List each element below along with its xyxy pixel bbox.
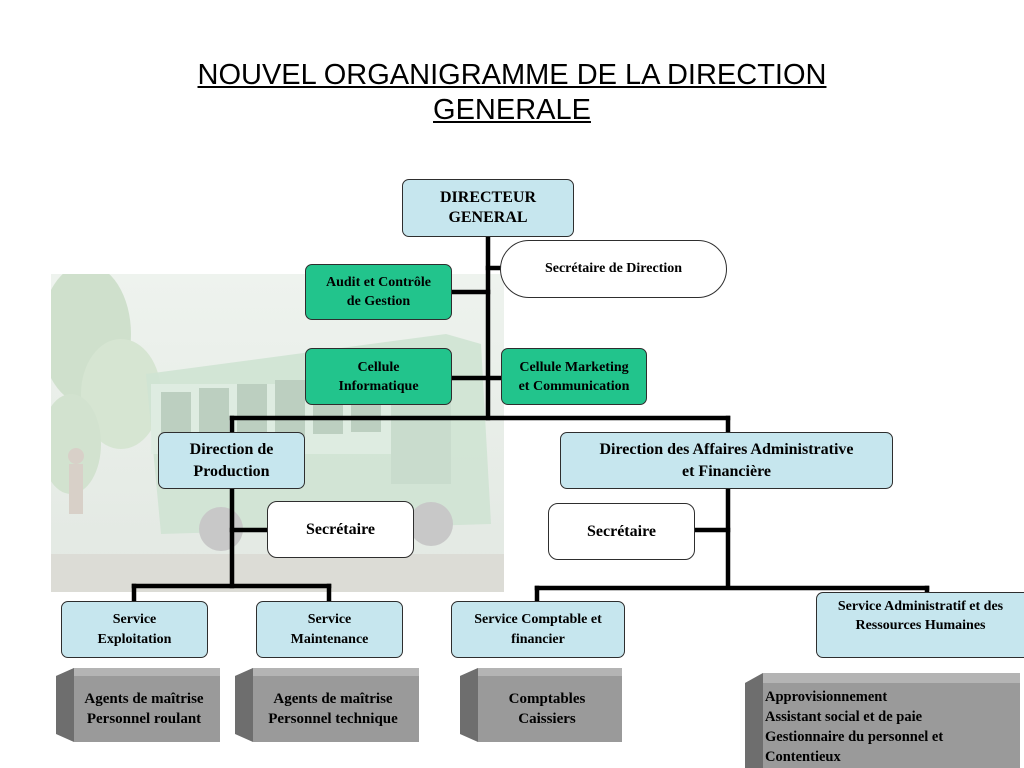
node-directeur-general-line1: DIRECTEUR	[439, 189, 536, 206]
staff-maintenance: Agents de maîtrise Personnel technique	[235, 668, 419, 742]
node-service-comptable: Service Comptable et financier	[451, 601, 625, 658]
node-directeur-general-line2: GENERAL	[448, 209, 528, 226]
staff-exploitation-text: Agents de maîtrise Personnel roulant	[74, 682, 214, 736]
staff-rh: Approvisionnement Assistant social et de…	[745, 673, 1020, 768]
node-service-maintenance: Service Maintenance	[256, 601, 403, 658]
node-direction-affaires-line2: et Financière	[681, 462, 771, 480]
staff-rh-text: Approvisionnement Assistant social et de…	[765, 687, 1014, 765]
staff-exploitation: Agents de maîtrise Personnel roulant	[56, 668, 220, 742]
page-title: NOUVEL ORGANIGRAMME DE LA DIRECTION GENE…	[0, 58, 1024, 128]
node-service-comptable-line2: financier	[511, 631, 565, 647]
node-cellule-marketing-line1: Cellule Marketing	[519, 359, 629, 375]
node-service-maintenance-line2: Maintenance	[290, 631, 369, 647]
staff-rh-line1: Approvisionnement	[765, 689, 888, 705]
staff-exploitation-line1: Agents de maîtrise	[84, 691, 204, 707]
node-service-exploitation-line1: Service	[112, 611, 157, 627]
staff-comptable: Comptables Caissiers	[460, 668, 622, 742]
staff-maintenance-text: Agents de maîtrise Personnel technique	[253, 682, 413, 736]
staff-rh-line3: Gestionnaire du personnel et	[765, 729, 944, 745]
slab-shape	[745, 673, 1020, 768]
node-cellule-informatique-line1: Cellule	[357, 359, 400, 375]
node-direction-production: Direction de Production	[158, 432, 305, 489]
node-service-rh: Service Administratif et des Ressources …	[816, 592, 1024, 658]
node-service-exploitation: Service Exploitation	[61, 601, 208, 658]
node-service-comptable-line1: Service Comptable et	[474, 611, 602, 627]
node-direction-affaires-line1: Direction des Affaires Administrative	[599, 440, 854, 458]
staff-rh-line4: Contentieux	[765, 749, 841, 765]
node-cellule-marketing-line2: et Communication	[518, 378, 630, 394]
node-cellule-informatique: Cellule Informatique	[305, 348, 452, 405]
node-direction-production-line1: Direction de	[189, 440, 274, 458]
slab-shape	[460, 668, 622, 742]
node-audit-controle-line1: Audit et Contrôle	[326, 275, 431, 290]
staff-comptable-line1: Comptables	[508, 691, 586, 707]
slab-shape	[56, 668, 220, 742]
staff-maintenance-line2: Personnel technique	[268, 711, 398, 727]
node-secretaire-production-label: Secrétaire	[306, 520, 375, 538]
node-secretaire-direction: Secrétaire de Direction	[500, 240, 727, 298]
node-cellule-marketing: Cellule Marketing et Communication	[501, 348, 647, 405]
node-secretaire-direction-label: Secrétaire de Direction	[544, 261, 683, 276]
node-service-exploitation-line2: Exploitation	[97, 631, 172, 647]
node-direction-affaires-administratives: Direction des Affaires Administrative et…	[560, 432, 893, 489]
node-service-maintenance-line1: Service	[307, 611, 352, 627]
node-cellule-informatique-line2: Informatique	[338, 378, 419, 394]
node-secretaire-affaires: Secrétaire	[548, 503, 695, 560]
staff-rh-line2: Assistant social et de paie	[765, 709, 923, 725]
slab-shape	[235, 668, 419, 742]
node-secretaire-affaires-label: Secrétaire	[587, 522, 656, 540]
staff-maintenance-line1: Agents de maîtrise	[273, 691, 393, 707]
title-line-2: GENERALE	[433, 94, 591, 126]
title-line-1: NOUVEL ORGANIGRAMME DE LA DIRECTION	[197, 59, 827, 91]
staff-comptable-text: Comptables Caissiers	[478, 682, 616, 736]
node-secretaire-production: Secrétaire	[267, 501, 414, 558]
node-audit-controle-line2: de Gestion	[346, 294, 411, 309]
staff-comptable-line2: Caissiers	[518, 711, 576, 727]
node-direction-production-line2: Production	[193, 462, 270, 480]
node-service-rh-line2: Ressources Humaines	[855, 618, 986, 633]
node-service-rh-line1: Service Administratif et des	[837, 599, 1004, 614]
node-directeur-general: DIRECTEUR GENERAL	[402, 179, 574, 237]
node-audit-controle: Audit et Contrôle de Gestion	[305, 264, 452, 320]
staff-exploitation-line2: Personnel roulant	[86, 711, 202, 727]
